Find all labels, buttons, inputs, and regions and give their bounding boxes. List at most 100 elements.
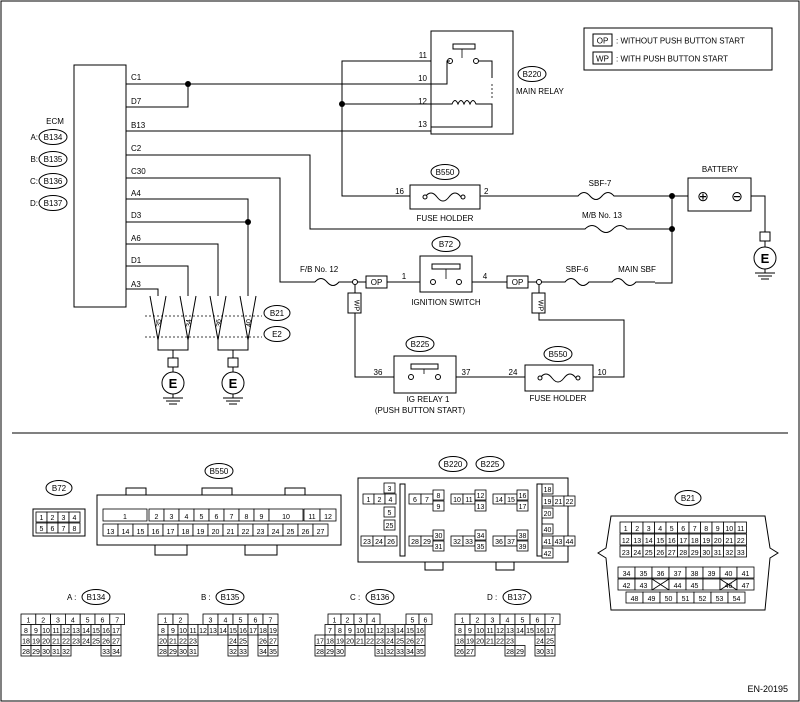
pin-number: 18 [544,487,552,494]
pin-number: 21 [356,638,364,645]
pin-number: 28 [22,649,30,656]
battery-minus-icon: ⊖ [731,188,743,204]
pin-number: 10 [282,514,290,521]
pin-number: 21 [486,638,494,645]
pin-cell [60,645,72,657]
pin-cell [541,483,554,495]
ground-e-left: E [169,376,178,391]
pin-number: 3 [647,526,651,533]
pin-number: 26 [406,638,414,645]
conn-b137-code: B137 [508,593,527,602]
pin-number: 34 [112,649,120,656]
e2-code: E2 [272,330,282,339]
pin-number: 28 [316,649,324,656]
ecm-pin-c1: C1 [131,73,142,82]
pin-number: 45 [691,583,699,590]
pin-number: 35 [477,544,485,551]
pin-number: 1 [123,514,127,521]
pin-number: 3 [359,617,363,624]
pin-cell [383,482,396,494]
pin-number: 23 [622,550,630,557]
conn-b220-code: B220 [444,460,463,469]
pin-number: 3 [209,617,213,624]
ecm-conn-code-b: B135 [44,155,63,164]
pin-number: 14 [122,529,130,536]
pin-cell [102,508,148,522]
pin-number: 17 [316,638,324,645]
pin-number: 7 [693,526,697,533]
pin-cell [474,489,487,501]
pin-number: 10 [453,497,461,504]
pin-number: 4 [73,515,77,522]
pin-number: 41 [544,539,552,546]
pin-cell [563,495,576,507]
pin-number: 9 [716,526,720,533]
pin-number: 16 [519,493,527,500]
pin-number: 32 [229,649,237,656]
pin-number: 3 [56,617,60,624]
mb13-wire [575,225,672,233]
pin-number: 8 [73,526,77,533]
pin-number: 9 [260,514,264,521]
pin-number: 4 [658,526,662,533]
pin-cell [432,500,445,512]
pin-number: 7 [230,514,234,521]
pin-number: 1 [624,526,628,533]
ig-relay-label-1: IG RELAY 1 [407,395,450,404]
conn-b134-code: B134 [87,593,106,602]
pin-number: 4 [185,514,189,521]
ignition-pin-left: 1 [402,272,407,281]
pin-number: 6 [424,617,428,624]
pin-number: 31 [189,649,197,656]
pin-number: 22 [737,538,745,545]
pin-number: 25 [546,638,554,645]
pin-number: 15 [92,628,100,635]
pin-number: 2 [155,514,159,521]
pin-number: 16 [239,628,247,635]
pin-number: 2 [635,526,639,533]
pin-number: 10 [179,628,187,635]
ecm-pin-d3: D3 [131,211,142,220]
wp-tag-right: WP [537,300,544,312]
pin-number: 40 [725,571,733,578]
pin-number: 1 [26,617,30,624]
pin-number: 11 [737,526,744,533]
pin-number: 13 [386,628,394,635]
pin-number: 29 [516,649,524,656]
pin-number: 19 [702,538,710,545]
pin-number: 39 [519,544,527,551]
pin-number: 39 [708,571,716,578]
pin-number: 36 [495,539,503,546]
pin-number: 7 [551,617,555,624]
pin-number: 5 [86,617,90,624]
fuse-holder-bottom: B550 24 10 FUSE HOLDER [509,346,607,403]
pin-number: 8 [161,628,165,635]
pin-number: 25 [92,638,100,645]
pin-number: 10 [725,526,733,533]
fuse-holder-bottom-code: B550 [549,350,568,359]
pin-number: 32 [62,649,70,656]
pin-number: 6 [215,514,219,521]
pin-number: 13 [107,529,115,536]
pin-number: 3 [491,617,495,624]
ecm-block: ECM A: B134 B: B135 C: B136 D: B137 C1 D… [30,64,146,308]
pin-number: 37 [674,571,682,578]
pin-cell [68,511,81,523]
pin-number: 22 [179,638,187,645]
pin-cell [474,540,487,552]
pin-number: 6 [681,526,685,533]
pin-cell [384,493,397,505]
pin-number: 5 [411,617,415,624]
pin-number: 19 [269,628,277,635]
pin-number: 17 [546,628,554,635]
main-sbf-label: MAIN SBF [618,265,656,274]
battery-plus-icon: ⊕ [697,188,709,204]
pin-number: 21 [169,638,177,645]
pin-number: 29 [32,649,40,656]
battery-label: BATTERY [702,165,739,174]
ecm-pin-d1: D1 [131,256,142,265]
pin-number: 24 [633,550,641,557]
pin-number: 25 [645,550,653,557]
